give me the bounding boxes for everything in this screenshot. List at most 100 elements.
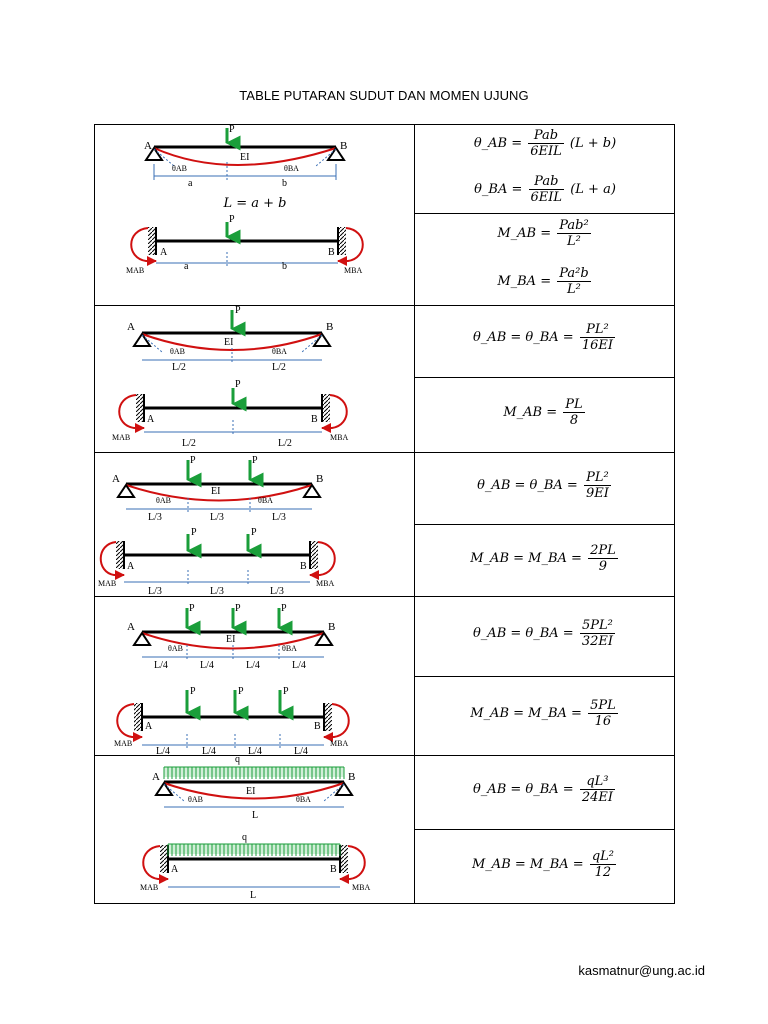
- label-p: P: [191, 527, 197, 538]
- dim-l: L: [252, 810, 258, 821]
- case5-simple-beam: [154, 766, 354, 808]
- label-b: B: [314, 721, 321, 732]
- label-ei: EI: [240, 152, 249, 163]
- label-a: A: [127, 561, 135, 572]
- label-theta-ba: θBA: [282, 644, 297, 653]
- label-mab: MAB: [98, 579, 116, 588]
- row-divider: [414, 829, 675, 830]
- label-mab: MAB: [126, 266, 144, 275]
- label-b: B: [316, 473, 323, 485]
- label-a: A: [145, 721, 153, 732]
- row-divider: [94, 305, 675, 306]
- case4-fixed-beam: [116, 690, 350, 749]
- label-b: B: [328, 621, 335, 633]
- dim-l3: L/3: [272, 512, 286, 523]
- label-ei: EI: [226, 634, 235, 645]
- label-p: P: [281, 603, 287, 614]
- formula-den: 16EI: [579, 337, 616, 353]
- label-p: P: [229, 124, 235, 135]
- formula-lhs: θ_AB = θ_BA =: [477, 478, 578, 493]
- label-q: q: [235, 754, 240, 765]
- label-q: q: [242, 832, 247, 843]
- formula-rhs: (L + a): [570, 182, 616, 197]
- formula-lhs: θ_AB = θ_BA =: [472, 626, 574, 641]
- label-mab: MAB: [112, 433, 130, 442]
- label-a: A: [127, 621, 135, 633]
- label-a: A: [152, 771, 160, 783]
- dim-b: b: [282, 261, 287, 272]
- dim-l2: L/2: [278, 438, 292, 449]
- label-a: A: [144, 140, 152, 152]
- label-b: B: [326, 321, 333, 333]
- formula-den: L²: [557, 233, 591, 249]
- formula-num: PL²: [586, 470, 609, 485]
- formula-den: L²: [557, 281, 591, 297]
- label-p: P: [238, 686, 244, 697]
- formula-lhs: M_AB = M_BA =: [470, 551, 582, 566]
- label-b: B: [330, 864, 337, 875]
- dim-l4: L/4: [246, 660, 260, 671]
- label-b: B: [311, 414, 318, 425]
- dim-l3: L/3: [270, 586, 284, 597]
- row-divider: [94, 596, 675, 597]
- label-a: A: [160, 247, 168, 258]
- formula-table: [94, 124, 675, 904]
- label-theta-ba: θBA: [258, 496, 273, 505]
- label-p: P: [189, 603, 195, 614]
- formula-num: qL³: [586, 774, 609, 789]
- formula-den: 32EI: [579, 633, 616, 649]
- formula-num: PL²: [586, 322, 609, 337]
- label-mab: MAB: [140, 883, 158, 892]
- label-theta-ab: θAB: [172, 164, 187, 173]
- formula-lhs: θ_AB = θ_BA =: [472, 330, 574, 345]
- label-theta-ba: θBA: [296, 795, 311, 804]
- formula-lhs: M_AB =: [497, 226, 552, 241]
- case2-fixed-beam: [118, 388, 348, 436]
- dim-l4: L/4: [156, 746, 170, 757]
- label-theta-ab: θAB: [170, 347, 185, 356]
- label-a: A: [171, 864, 179, 875]
- formula-den: 8: [563, 412, 585, 428]
- row-divider: [94, 452, 675, 453]
- formula-num: 5PL: [590, 698, 616, 713]
- dim-l4: L/4: [154, 660, 168, 671]
- label-theta-ba: θBA: [284, 164, 299, 173]
- author-email: kasmatnur@ung.ac.id: [578, 963, 705, 978]
- formula-den: 16: [588, 713, 618, 729]
- formula-num: qL²: [591, 849, 614, 864]
- formula-num: 5PL²: [581, 618, 613, 633]
- label-p: P: [252, 455, 258, 466]
- label-mba: MBA: [330, 739, 348, 748]
- label-theta-ab: θAB: [188, 795, 203, 804]
- label-mba: MBA: [344, 266, 362, 275]
- case5-fixed-beam: [142, 843, 366, 888]
- page-title: TABLE PUTARAN SUDUT DAN MOMEN UJUNG: [239, 88, 529, 103]
- label-a: A: [127, 321, 135, 333]
- formula-den: 12: [589, 864, 616, 880]
- formula-den: 9EI: [583, 485, 611, 501]
- label-theta-ab: θAB: [156, 496, 171, 505]
- formula-num: PL: [565, 397, 583, 412]
- formula-num: Pa²b: [559, 266, 589, 281]
- dim-l4: L/4: [248, 746, 262, 757]
- dim-a: a: [188, 178, 193, 189]
- case1-simple-beam: [144, 128, 346, 180]
- formula-den: 6EIL: [528, 143, 564, 159]
- dim-a: a: [184, 261, 189, 272]
- case4-simple-beam: [132, 608, 334, 661]
- length-equation: L = a + b: [223, 196, 287, 211]
- formula-lhs: M_AB =: [503, 405, 558, 420]
- case2-simple-beam: [132, 310, 332, 364]
- dim-l4: L/4: [202, 746, 216, 757]
- formula-num: Pab²: [559, 218, 589, 233]
- label-p: P: [235, 305, 241, 316]
- formula-den: 9: [588, 558, 618, 574]
- label-mba: MBA: [316, 579, 334, 588]
